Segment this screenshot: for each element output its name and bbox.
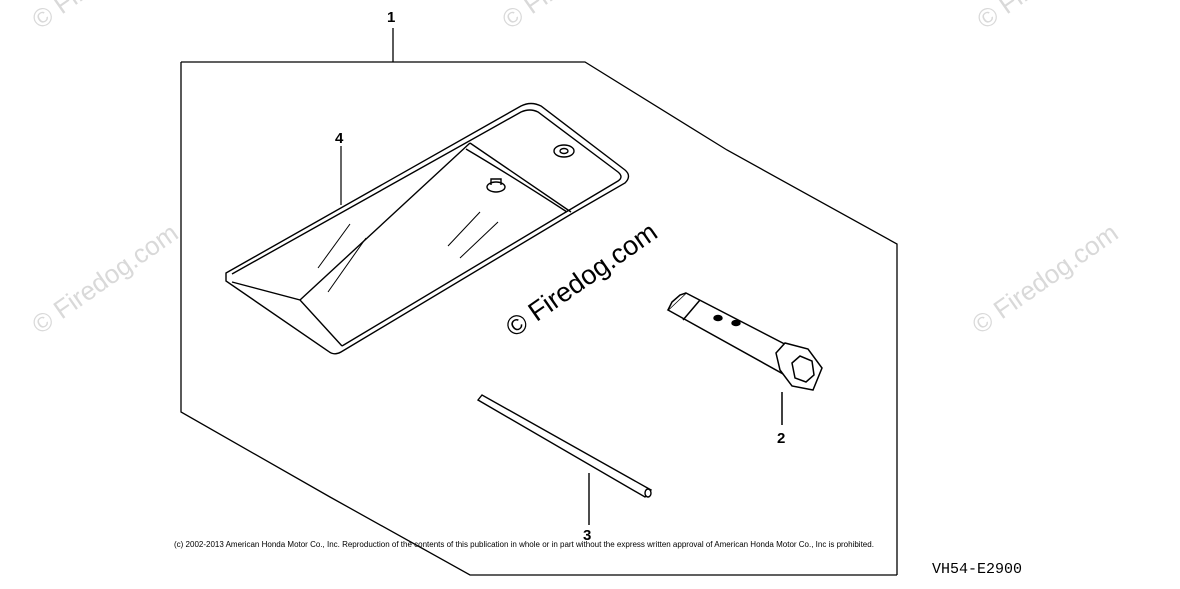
- diagram-code: VH54-E2900: [932, 561, 1023, 578]
- watermark-top-center: © Firedog.com: [496, 0, 653, 35]
- watermark-top-left: © Firedog.com: [26, 0, 183, 35]
- copyright-notice: (c) 2002-2013 American Honda Motor Co., …: [174, 540, 874, 549]
- callout-1: 1: [387, 9, 395, 26]
- callout-4: 4: [335, 130, 344, 147]
- watermark-top-right: © Firedog.com: [971, 0, 1128, 35]
- tool-bag: [225, 102, 630, 355]
- kit-boundary: [180, 28, 898, 576]
- spark-plug-wrench: [666, 292, 823, 425]
- callout-2: 2: [777, 430, 785, 447]
- watermark-center: © Firedog.com: [500, 217, 663, 343]
- callout-3: 3: [583, 527, 591, 544]
- watermark-mid-left: © Firedog.com: [26, 217, 183, 340]
- callouts: 1 4 2 3: [335, 9, 785, 544]
- watermark-mid-right: © Firedog.com: [966, 217, 1123, 340]
- tommy-bar: [476, 394, 653, 525]
